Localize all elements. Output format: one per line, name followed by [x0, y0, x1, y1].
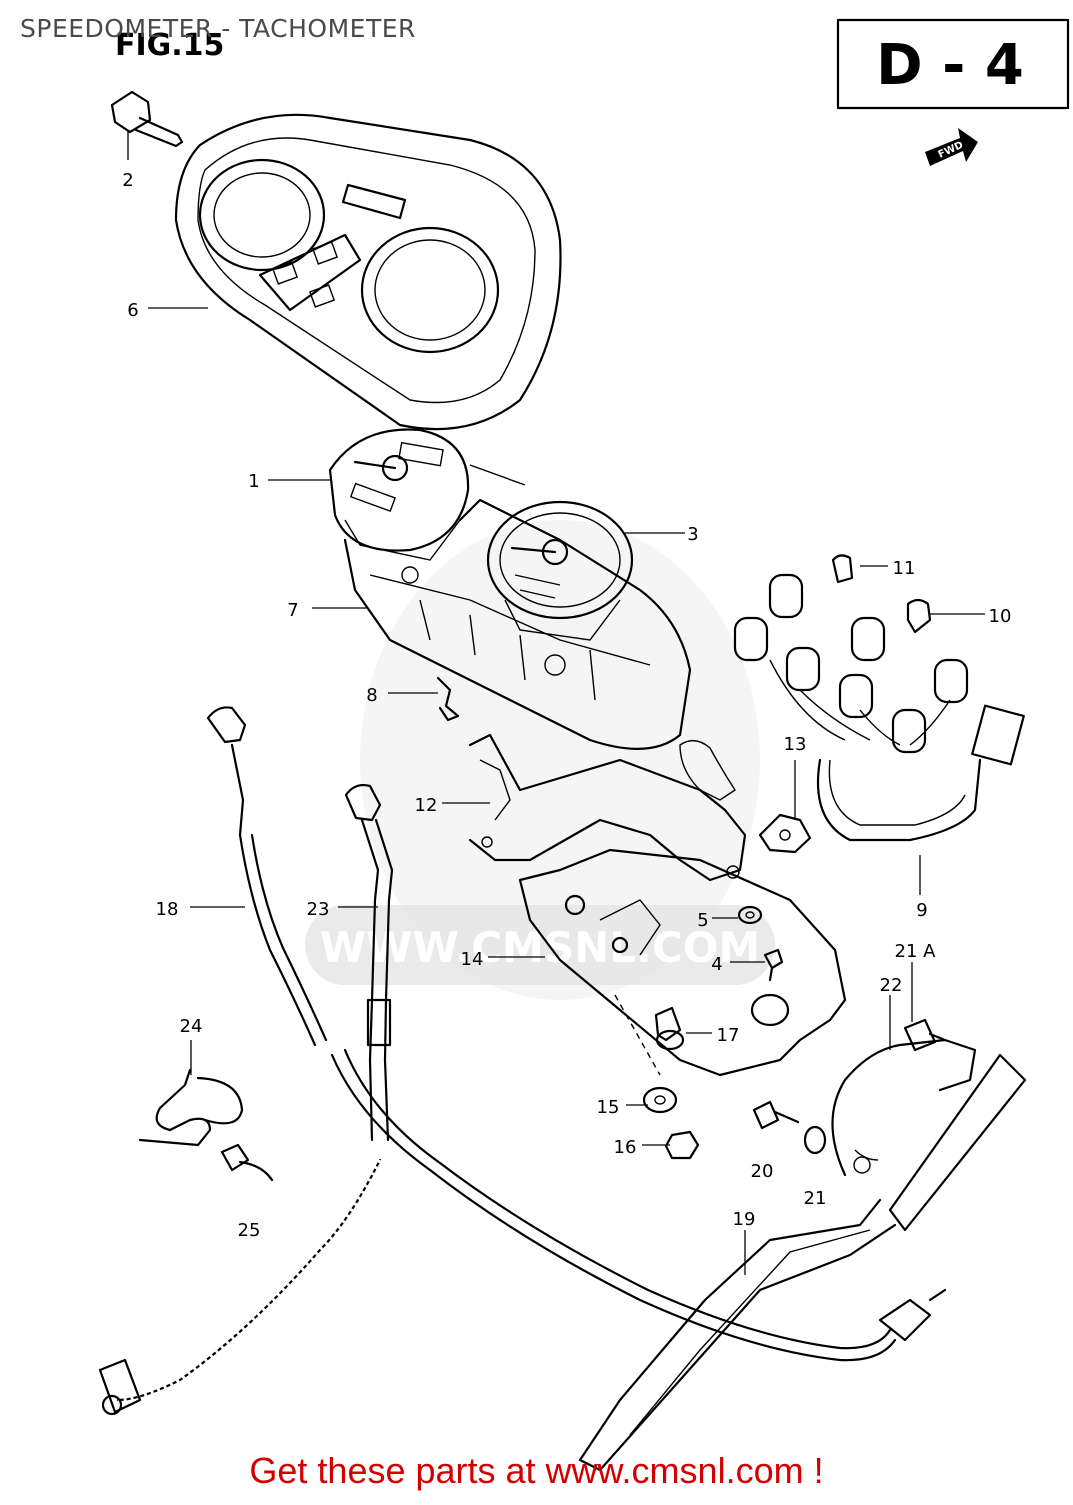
callout-19: 19	[733, 1209, 756, 1230]
part-1-tachometer	[328, 428, 470, 561]
part-4-screw	[763, 948, 784, 982]
part-24-clip	[138, 1068, 244, 1147]
callout-23: 23	[307, 899, 330, 920]
callout-7: 7	[287, 600, 298, 621]
callout-8: 8	[366, 685, 377, 706]
callout-9: 9	[916, 900, 927, 921]
callout-labels: 2 6 1 3 11 7 10 8 13 12 18 23 9 5 21 A 1…	[122, 170, 1011, 1241]
callout-24: 24	[180, 1016, 203, 1037]
watermark: WWW.CMSNL.COM	[305, 520, 775, 1000]
part-13-clamp	[758, 813, 812, 854]
callout-25: 25	[238, 1220, 261, 1241]
callout-5: 5	[697, 910, 708, 931]
part-14-lower-cover	[518, 848, 847, 1077]
callout-17: 17	[717, 1025, 740, 1046]
callout-15: 15	[597, 1097, 620, 1118]
callout-22: 22	[880, 975, 903, 996]
part-19-cable	[330, 1048, 947, 1362]
callout-1: 1	[248, 471, 259, 492]
callout-21: 21	[804, 1188, 827, 1209]
callout-2: 2	[122, 170, 133, 191]
part-19-bracket	[578, 1053, 1027, 1472]
callout-10: 10	[989, 606, 1012, 627]
callout-14: 14	[461, 949, 484, 970]
page-title: SPEEDOMETER - TACHOMETER	[20, 14, 416, 43]
tachometer-drive-cable	[98, 1158, 384, 1416]
callout-4: 4	[711, 954, 722, 975]
forward-arrow-icon: FWD	[925, 128, 978, 166]
callout-11: 11	[893, 558, 916, 579]
figure-label: FIG.15	[115, 28, 224, 63]
callout-20: 20	[751, 1161, 774, 1182]
part-15-washer	[642, 1086, 678, 1114]
watermark-text: WWW.CMSNL.COM	[320, 923, 761, 972]
part-9-wire-harness	[733, 573, 1025, 842]
part-5-washer	[737, 905, 763, 925]
part-23-cable	[344, 783, 394, 1142]
diagram-code-box: D - 4	[836, 18, 1070, 110]
leader-lines	[127, 130, 985, 1275]
part-12-bracket	[468, 733, 747, 882]
callout-13: 13	[784, 734, 807, 755]
part-21a-bolt	[903, 1018, 947, 1052]
cta-link[interactable]: Get these parts at www.cmsnl.com !	[249, 1450, 824, 1491]
part-18-cable	[206, 706, 328, 1047]
part-21-washer	[803, 1125, 827, 1155]
diagram-code: D - 4	[876, 33, 1024, 98]
part-17-bolt	[654, 1006, 685, 1051]
callout-12: 12	[415, 795, 438, 816]
callout-3: 3	[687, 524, 698, 545]
part-6-meter-cover	[174, 113, 562, 431]
part-11-bulb	[831, 554, 854, 584]
part-3-speedometer	[486, 500, 634, 641]
callout-18: 18	[156, 899, 179, 920]
part-25-screw	[220, 1143, 274, 1182]
part-22-ground-wire	[831, 1038, 977, 1177]
callout-21a: 21 A	[895, 941, 937, 962]
callout-6: 6	[127, 300, 138, 321]
part-2-bulb-socket	[110, 90, 184, 148]
callout-16: 16	[614, 1137, 637, 1158]
part-20-screw	[752, 1100, 800, 1130]
part-16-nut	[664, 1130, 700, 1160]
part-7-meter-case	[343, 464, 692, 750]
part-8-screw	[436, 676, 460, 722]
part-10-bulb	[906, 598, 932, 634]
